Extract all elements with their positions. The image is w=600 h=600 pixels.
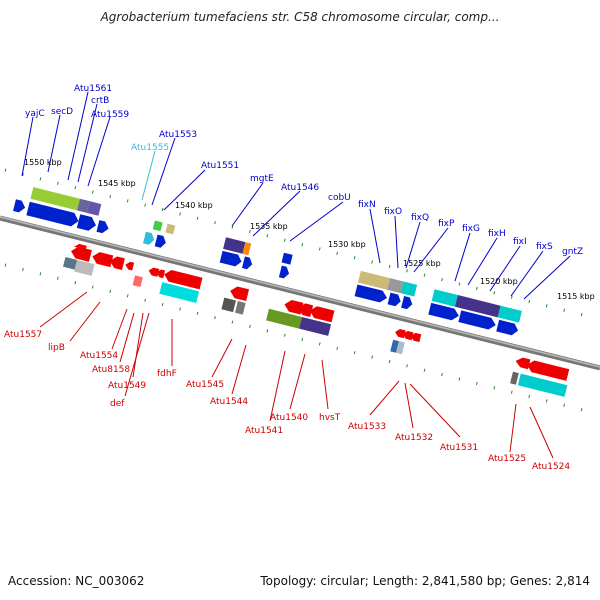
gene-label-forward: Atu1561 — [74, 84, 112, 94]
gene-label-forward: crtB — [91, 96, 109, 106]
gene-label-reverse: Atu1549 — [108, 381, 146, 391]
gene-label-forward: Atu1546 — [281, 183, 319, 193]
scale-label: 1530 kbp — [328, 240, 366, 249]
gene-label-forward: fixP — [438, 219, 455, 229]
gene-label-reverse: def — [110, 399, 125, 409]
scale-label: 1535 kbp — [250, 222, 288, 231]
gene-label-forward: mgtE — [250, 174, 274, 184]
gene-label-reverse: Atu1545 — [186, 380, 224, 390]
gene-label-reverse: Atu1524 — [532, 462, 570, 472]
scale-label: 1550 kbp — [24, 158, 62, 167]
gene-label-reverse: Atu1533 — [348, 422, 386, 432]
gene-label-forward: fixS — [536, 242, 553, 252]
gene-label-forward: fixN — [358, 200, 376, 210]
gene-label-reverse: lipB — [48, 343, 65, 353]
gene-label-forward: Atu1555 — [131, 143, 169, 153]
gene-label-forward: fixG — [462, 224, 480, 234]
gene-label-forward: fixQ — [411, 213, 429, 223]
gene-label-reverse: Atu1557 — [4, 330, 42, 340]
reverse-features — [63, 243, 570, 397]
gene-label-forward: secD — [51, 107, 73, 117]
map-title: Agrobacterium tumefaciens str. C58 chrom… — [100, 10, 500, 24]
forward-labels: yajC secD Atu1561 crtB Atu1559 Atu1555 A… — [21, 84, 583, 300]
reverse-tick-track — [4, 263, 596, 415]
scale-label: 1540 kbp — [175, 201, 213, 210]
gene-label-reverse: Atu1541 — [245, 426, 283, 436]
gene-label-reverse: Atu1554 — [80, 351, 118, 361]
gene-label-forward: cobU — [328, 193, 351, 203]
gene-label-forward: Atu1551 — [201, 161, 239, 171]
gene-label-reverse: Atu1532 — [395, 433, 433, 443]
gene-label-reverse: Atu1531 — [440, 443, 478, 453]
gene-label-forward: gntZ — [562, 247, 583, 257]
scale-label: 1515 kbp — [557, 292, 595, 301]
forward-features — [13, 187, 522, 336]
genome-summary: Topology: circular; Length: 2,841,580 bp… — [260, 574, 590, 588]
scale-label: 1520 kbp — [480, 277, 518, 286]
gene-label-reverse: Atu1540 — [270, 413, 308, 423]
scale-label: 1525 kbp — [403, 259, 441, 268]
chromosome-backbone — [0, 215, 600, 371]
gene-label-forward: fixO — [384, 207, 402, 217]
gene-label-forward: fixH — [488, 229, 506, 239]
gene-label-forward: Atu1559 — [91, 110, 129, 120]
gene-label-reverse: Atu1525 — [488, 454, 526, 464]
gene-label-forward: yajC — [25, 109, 45, 119]
scale-label: 1545 kbp — [98, 179, 136, 188]
gene-label-reverse: fdhF — [157, 369, 177, 379]
scale-labels: 1550 kbp 1545 kbp 1540 kbp 1535 kbp 1530… — [24, 158, 595, 301]
gene-label-forward: Atu1553 — [159, 130, 197, 140]
gene-label-reverse: Atu1544 — [210, 397, 248, 407]
gene-label-reverse: Atu8158 — [92, 365, 130, 375]
reverse-labels: Atu1557 lipB Atu1554 Atu8158 Atu1549 def… — [4, 291, 570, 472]
gene-label-reverse: hvsT — [319, 413, 341, 423]
gene-label-forward: fixI — [513, 237, 527, 247]
accession-label: Accession: NC_003062 — [8, 574, 145, 588]
